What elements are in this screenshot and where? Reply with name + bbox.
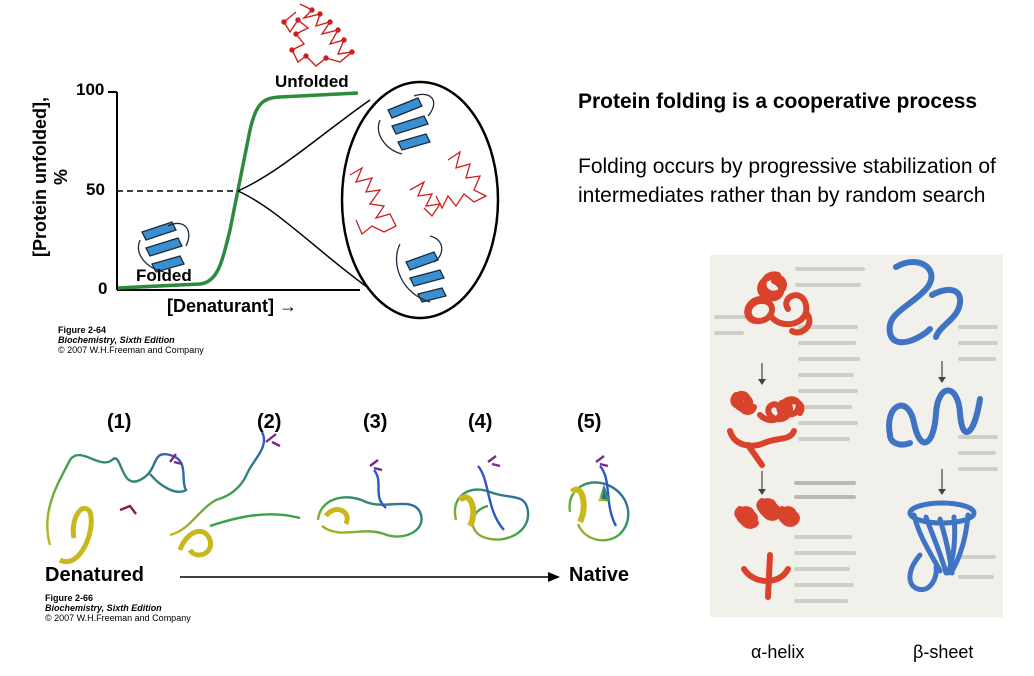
step-label-1: (1) <box>107 411 132 433</box>
zoom-ellipse <box>340 80 500 320</box>
denaturation-curve <box>117 91 359 290</box>
caption-copyright: © 2007 W.H.Freeman and Company <box>58 345 204 355</box>
alpha-helix-bundle-icon <box>734 498 800 600</box>
beta-sheet-label: β-sheet <box>913 642 974 662</box>
slide-body-text: Folding occurs by progressive stabilizat… <box>578 155 996 207</box>
step-label-3: (3) <box>363 411 388 433</box>
folded-protein-icon <box>377 93 435 155</box>
x-axis-label: [Denaturant] → <box>167 296 297 316</box>
label-folded: Folded <box>136 266 192 285</box>
step-label-2: (2) <box>257 411 282 433</box>
protein-state-3-icon <box>316 459 423 538</box>
alpha-helix-label: α-helix <box>751 642 805 662</box>
beta-sheet-top-icon <box>886 259 964 346</box>
protein-state-2-icon <box>169 431 301 558</box>
label-denatured: Denatured <box>45 564 144 586</box>
unfolded-coil-icon <box>281 3 355 67</box>
tick-50: 50 <box>86 180 105 199</box>
folding-pathway-diagram <box>46 431 630 582</box>
structure-drawings <box>727 259 983 600</box>
step-label-4: (4) <box>468 411 493 433</box>
figure-2-64: [Protein unfolded], % 100 50 0 [Denatura… <box>0 0 560 360</box>
beta-barrel-icon <box>907 500 977 593</box>
step-label-5: (5) <box>577 411 602 433</box>
beta-sheet-middle-icon <box>886 387 983 448</box>
caption-figure-number: Figure 2-66 <box>45 593 94 603</box>
slide-heading: Protein folding is a cooperative process <box>578 90 978 113</box>
protein-state-4-icon <box>453 455 530 541</box>
figure-2-64-caption: Figure 2-64 Biochemistry, Sixth Edition … <box>58 325 204 355</box>
folded-protein-left-icon <box>137 221 190 273</box>
caption-book: Biochemistry, Sixth Edition <box>45 603 162 613</box>
denaturation-curve-figure <box>108 3 500 320</box>
tick-0: 0 <box>98 279 108 298</box>
caption-figure-number: Figure 2-64 <box>58 325 107 335</box>
tick-100: 100 <box>76 80 105 99</box>
alpha-helix-top-icon <box>744 271 813 336</box>
protein-state-5-icon <box>568 455 630 542</box>
label-unfolded: Unfolded <box>275 72 349 91</box>
unfolded-coils-icon <box>349 150 488 236</box>
folded-protein-bottom-icon <box>395 235 447 303</box>
figure-2-66: (1) (2) (3) (4) (5) <box>0 400 660 630</box>
alpha-helix-middle-icon <box>727 390 805 468</box>
y-axis-label: [Protein unfolded], % <box>30 97 71 257</box>
protein-state-1-icon <box>46 453 188 565</box>
structure-panel <box>710 255 1003 617</box>
label-native: Native <box>569 564 630 586</box>
figure-2-66-caption: Figure 2-66 Biochemistry, Sixth Edition … <box>45 593 191 623</box>
caption-copyright: © 2007 W.H.Freeman and Company <box>45 613 191 623</box>
caption-book: Biochemistry, Sixth Edition <box>58 335 175 345</box>
